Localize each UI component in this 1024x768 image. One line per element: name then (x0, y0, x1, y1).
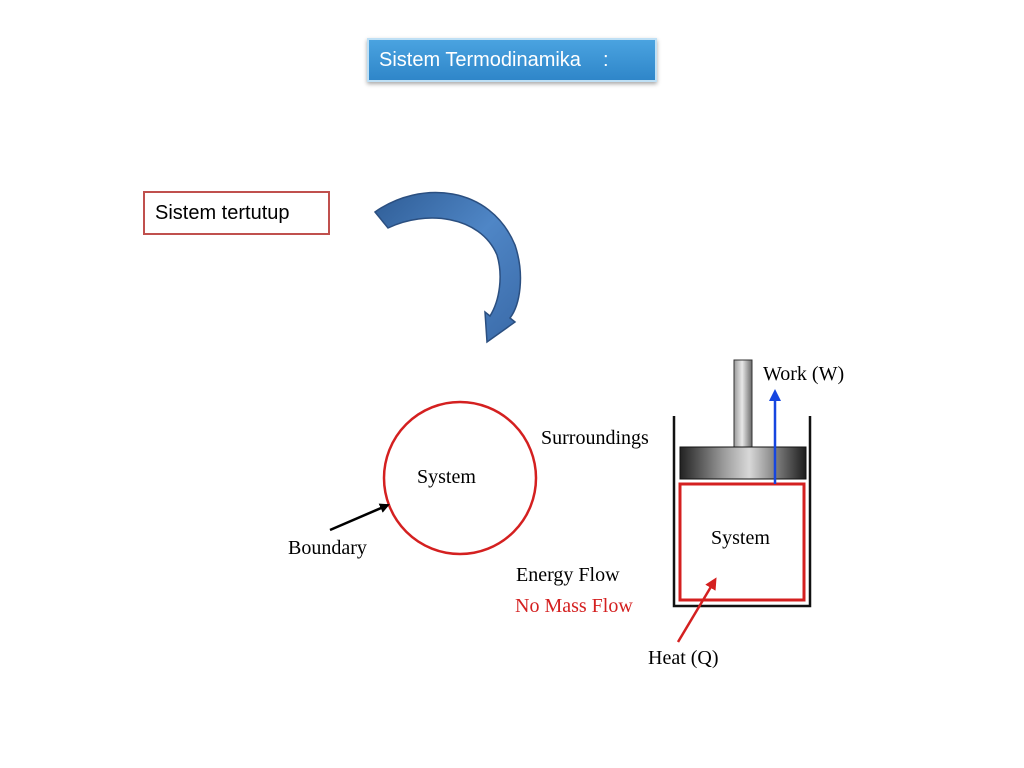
title-text: Sistem Termodinamika (379, 48, 581, 71)
system-boundary-circle (382, 400, 538, 556)
boundary-label: Boundary (288, 537, 367, 559)
heat-label: Heat (Q) (648, 647, 719, 669)
piston-rod (733, 359, 753, 449)
piston-system-boundary (678, 482, 806, 602)
curved-arrow-icon (373, 191, 522, 344)
surroundings-label: Surroundings (541, 427, 649, 449)
closed-system-label: Sistem tertutup (143, 191, 330, 235)
no-mass-flow-label: No Mass Flow (515, 595, 633, 617)
page-title: Sistem Termodinamika : (367, 38, 657, 82)
piston-head (679, 446, 807, 480)
energy-flow-label: Energy Flow (516, 564, 620, 586)
circle-system-label: System (417, 466, 476, 488)
cylinder-wall (672, 416, 812, 608)
boundary-arrow-icon (329, 503, 390, 532)
work-label: Work (W) (763, 363, 844, 385)
closed-system-label-text: Sistem tertutup (155, 201, 290, 224)
piston-system-label: System (711, 527, 770, 549)
title-colon: : (602, 48, 609, 71)
heat-arrow-icon (676, 577, 717, 643)
